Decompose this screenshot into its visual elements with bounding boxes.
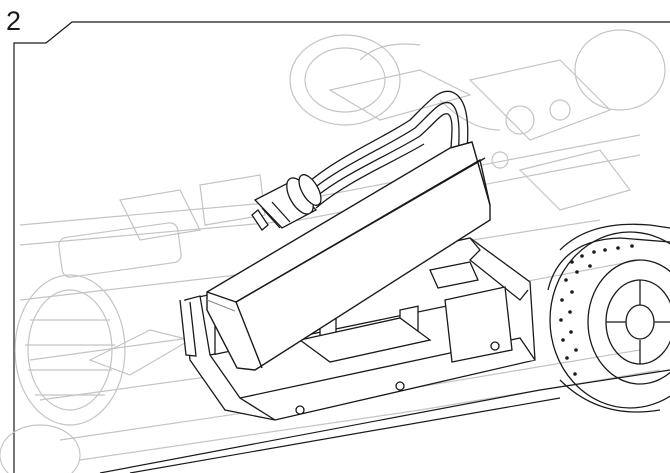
- step-frame: [13, 21, 670, 473]
- front-wheel-top: [289, 29, 666, 126]
- connector: [251, 174, 322, 231]
- front-wheel: [547, 223, 670, 413]
- battery-leads: [299, 90, 469, 209]
- battery-pack: [206, 141, 491, 371]
- rear-wheel: [0, 274, 126, 473]
- step-number: 2: [6, 6, 22, 36]
- chassis-rails: [99, 369, 670, 473]
